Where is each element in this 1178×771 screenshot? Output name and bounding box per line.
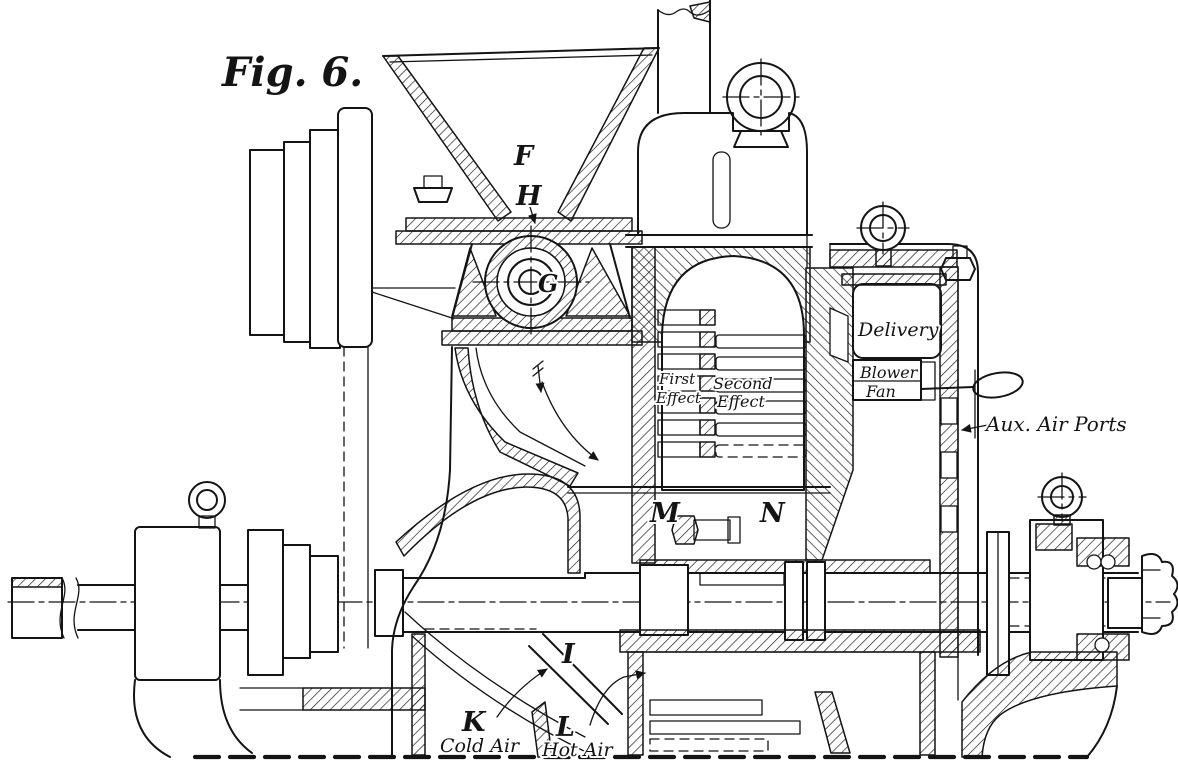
pulley-assembly xyxy=(249,107,456,649)
feed-chute xyxy=(454,347,586,487)
feeder-bearing xyxy=(472,225,590,339)
label-n: N xyxy=(759,498,786,529)
lower-chamber xyxy=(627,651,936,756)
feeder-assembly xyxy=(395,175,643,346)
right-base-pedestal xyxy=(961,651,1118,758)
label-l: L xyxy=(555,712,575,743)
label-second-effect-line2: Effect xyxy=(716,392,765,411)
label-aux-air-ports: Aux. Air Ports xyxy=(984,412,1127,436)
lifting-eye-blower xyxy=(856,201,910,267)
flow-arrow-feed xyxy=(532,360,599,461)
base-strip-left xyxy=(239,687,426,711)
label-g: G xyxy=(538,269,559,298)
shaft-cap xyxy=(374,569,404,637)
cylinder-head-dome xyxy=(637,112,808,236)
rotor-stack xyxy=(657,309,807,458)
blower-section xyxy=(806,231,979,701)
shaft-collars xyxy=(247,529,339,676)
mill-housing xyxy=(625,234,854,564)
lifting-eye-top xyxy=(722,58,800,136)
label-h: H xyxy=(515,181,543,212)
label-i: I xyxy=(561,639,576,670)
feed-hopper xyxy=(382,47,660,222)
label-blower-line1: Blower xyxy=(859,363,919,382)
label-f: F xyxy=(513,141,535,172)
label-delivery: Delivery xyxy=(857,319,939,341)
rotor-shelf xyxy=(567,486,831,545)
top-pipe xyxy=(657,0,711,114)
left-bearing-pedestal xyxy=(133,481,253,758)
label-blower-line2: Fan xyxy=(865,382,896,401)
label-hot-air: Hot Air xyxy=(541,739,614,761)
label-first-effect-line2: Effect xyxy=(655,389,702,407)
label-k: K xyxy=(461,707,487,738)
label-m: M xyxy=(649,498,681,529)
label-cold-air: Cold Air xyxy=(440,735,521,757)
shaft-mid-section xyxy=(402,577,586,633)
label-second-effect-line1: Second xyxy=(713,374,773,393)
lifting-eye-right xyxy=(1037,472,1087,526)
figure-title: Fig. 6. xyxy=(221,49,363,96)
right-bearing-assembly xyxy=(986,519,1178,676)
damper-handle xyxy=(920,369,1024,439)
label-leaders xyxy=(496,206,989,726)
label-first-effect-line1: First xyxy=(658,370,696,388)
